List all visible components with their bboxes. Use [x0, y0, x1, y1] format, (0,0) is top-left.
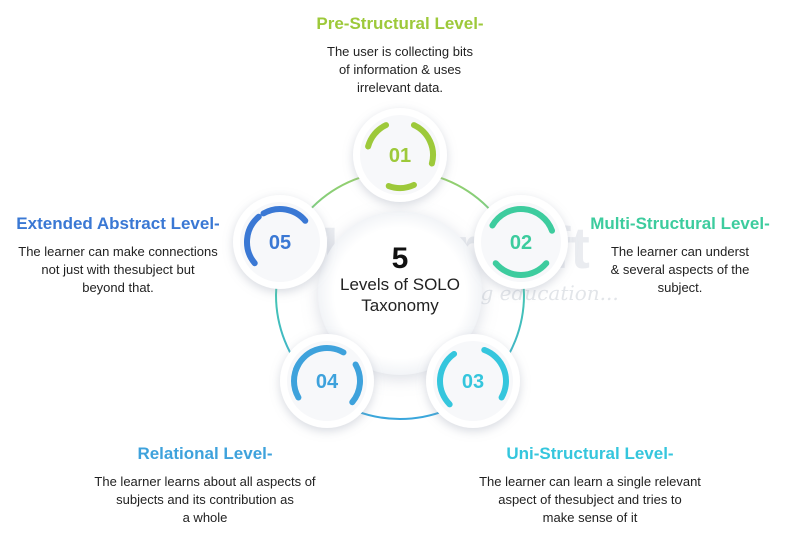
progress-arc [489, 206, 556, 234]
description-line: of information & uses [338, 62, 462, 77]
level-description: The learner can make connections not jus… [3, 243, 233, 297]
node-number: 02 [510, 232, 532, 254]
center-caption-line-1: Levels of SOLO [340, 275, 460, 294]
progress-arc [291, 361, 302, 401]
description-line: beyond that. [82, 280, 154, 295]
level-label-02: Multi-Structural Level- The learner can … [580, 214, 780, 297]
level-description: The user is collecting bits of informati… [280, 43, 520, 97]
node-number: 04 [316, 371, 339, 393]
node-number: 01 [389, 145, 411, 167]
description-line: aspect of thesubject and tries to [498, 492, 682, 507]
description-line: a whole [182, 510, 228, 525]
level-title: Relational Level- [137, 444, 273, 463]
level-node-03: 03 [426, 334, 520, 428]
center-disc [318, 211, 482, 375]
progress-arc [437, 350, 458, 408]
description-line: irrelevant data. [357, 80, 443, 95]
level-label-03: Uni-Structural Level- The learner can le… [455, 444, 725, 527]
description-line: make sense of it [542, 510, 638, 525]
level-node-01: 01 [353, 108, 447, 202]
description-line: subject. [657, 280, 703, 295]
node-inner-disc [287, 341, 367, 421]
center-caption-line-2: Taxonomy [361, 296, 439, 315]
progress-arc [492, 260, 550, 278]
description-line: The learner learns about all aspects of [94, 474, 316, 489]
description-line: The learner can learn a single relevant [479, 474, 701, 489]
level-node-02: 02 [474, 195, 568, 289]
level-description: The learner can learn a single relevant … [455, 473, 725, 527]
level-label-01: Pre-Structural Level- The user is collec… [280, 14, 520, 97]
progress-arc [481, 346, 509, 401]
center-number: 5 [392, 242, 409, 275]
progress-arc [410, 122, 436, 167]
level-description: The learner can underst & several aspect… [580, 243, 780, 297]
progress-arc [260, 206, 309, 224]
description-line: The learner can underst [610, 244, 750, 259]
description-line: not just with thesubject but [41, 262, 195, 277]
node-inner-disc [433, 341, 513, 421]
level-nodes: 01 02 03 04 05 [233, 108, 568, 428]
level-title: Uni-Structural Level- [506, 444, 674, 463]
node-inner-disc [481, 202, 561, 282]
description-line: The user is collecting bits [327, 44, 473, 59]
level-description: The learner learns about all aspects of … [70, 473, 340, 527]
progress-arc [349, 361, 363, 406]
node-inner-disc [360, 115, 440, 195]
description-line: subjects and its contribution as [116, 492, 294, 507]
node-number: 03 [462, 371, 484, 393]
watermark-tagline: ing education... [461, 281, 619, 305]
level-title: Multi-Structural Level- [590, 214, 770, 233]
progress-arc [365, 122, 390, 150]
description-line: The learner can make connections [18, 244, 218, 259]
level-title: Extended Abstract Level- [16, 214, 220, 233]
level-node-05: 05 [233, 195, 327, 289]
node-number: 05 [269, 232, 291, 254]
progress-arc [385, 181, 417, 191]
level-label-04: Relational Level- The learner learns abo… [70, 444, 340, 527]
level-label-05: Extended Abstract Level- The learner can… [3, 214, 233, 297]
node-inner-disc [240, 202, 320, 282]
level-title: Pre-Structural Level- [316, 14, 484, 33]
description-line: & several aspects of the [610, 262, 750, 277]
progress-arc [244, 213, 262, 267]
level-node-04: 04 [280, 334, 374, 428]
